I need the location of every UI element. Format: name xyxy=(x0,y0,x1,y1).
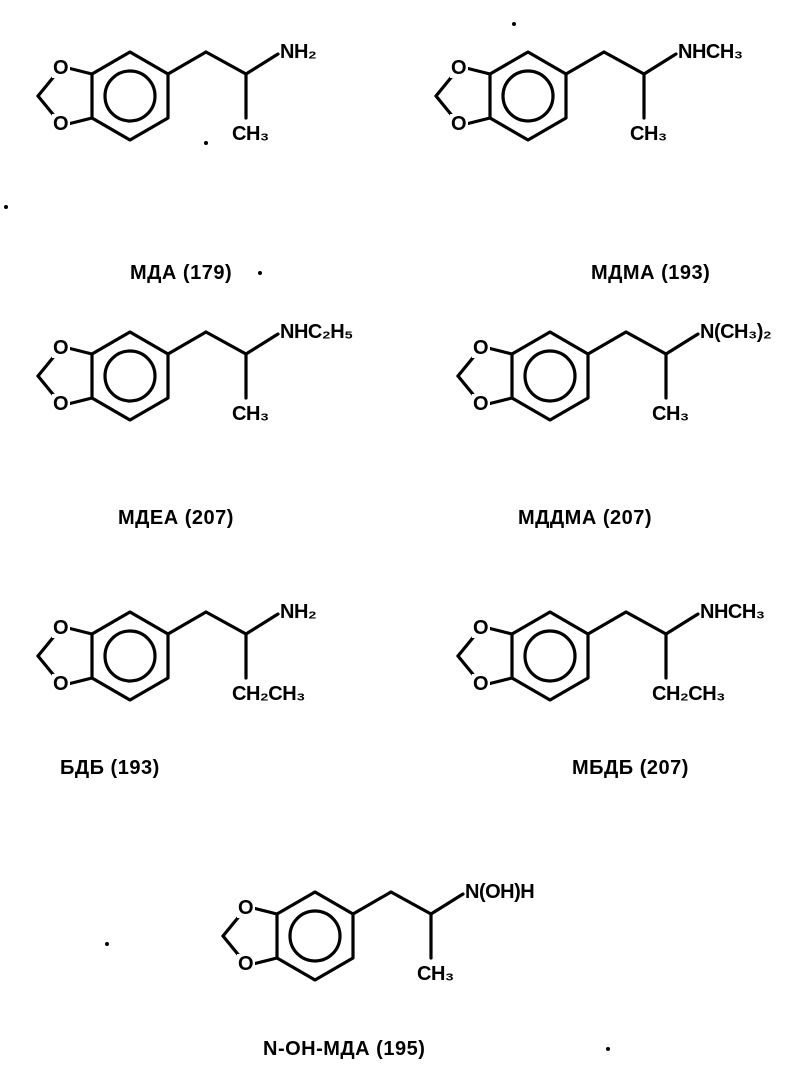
chain-bond xyxy=(389,890,433,916)
side-chain-group: CH₂CH₃ xyxy=(652,683,725,705)
side-chain-group: CH₃ xyxy=(630,123,667,145)
amine-group: NHCH₃ xyxy=(678,41,743,63)
amine-bond xyxy=(664,332,700,356)
structure-mddma: O O N(CH₃)₂ CH₃ МДДМА (207) xyxy=(430,320,790,529)
structure-mbdb: O O NHCH₃ CH₂CH₃ МБДБ (207) xyxy=(430,600,790,779)
chain-bond xyxy=(564,50,606,76)
oxygen-atom: O xyxy=(52,337,70,359)
ring-o-bond xyxy=(486,346,514,356)
ring-o-bond xyxy=(66,626,94,636)
scan-speck xyxy=(512,22,516,26)
scan-speck xyxy=(606,1047,610,1051)
chain-bond xyxy=(586,610,628,636)
side-chain-group: CH₃ xyxy=(232,123,269,145)
ring-o-bond xyxy=(66,676,94,686)
oxygen-atom: O xyxy=(52,393,70,415)
chain-bond xyxy=(166,330,208,356)
aromatic-circle xyxy=(501,69,555,123)
ring-o-bond xyxy=(66,66,94,76)
ring-o-bond xyxy=(66,346,94,356)
aromatic-circle xyxy=(288,909,342,963)
chain-bond xyxy=(624,330,668,356)
ring-o-bond xyxy=(251,906,279,916)
aromatic-circle xyxy=(523,629,577,683)
scan-speck xyxy=(258,271,262,275)
ring-o-bond xyxy=(66,396,94,406)
amine-bond xyxy=(642,52,678,76)
scan-speck xyxy=(105,942,109,946)
oxygen-atom: O xyxy=(237,897,255,919)
amine-bond xyxy=(244,52,280,76)
amine-group: NHC₂H₅ xyxy=(280,321,353,343)
amine-bond xyxy=(244,612,280,636)
chain-bond xyxy=(166,50,208,76)
ring-o-bond xyxy=(486,396,514,406)
side-chain-group: CH₃ xyxy=(417,963,454,985)
amine-group: NHCH₃ xyxy=(700,601,765,623)
structure-mda: O O NH₂ CH₃ МДА (179) xyxy=(10,40,370,284)
compound-label: МДЕА (207) xyxy=(118,507,234,529)
benzene-ring xyxy=(275,890,355,982)
aromatic-circle xyxy=(103,69,157,123)
structure-skeleton xyxy=(456,610,700,702)
compound-label: N-OH-МДА (195) xyxy=(263,1038,426,1060)
chain-bond xyxy=(586,330,628,356)
chain-bond xyxy=(624,610,668,636)
compound-label: МДМА (193) xyxy=(591,262,711,284)
structure-skeleton xyxy=(36,330,280,422)
amine-group: NH₂ xyxy=(280,41,317,63)
compound-label: МДА (179) xyxy=(130,262,233,284)
chain-bond xyxy=(351,890,393,916)
side-chain-group: CH₃ xyxy=(652,403,689,425)
amine-bond xyxy=(429,892,465,916)
amine-bond xyxy=(244,332,280,356)
ring-o-bond xyxy=(251,956,279,966)
amine-bond xyxy=(664,612,700,636)
structure-bdb: O O NH₂ CH₂CH₃ БДБ (193) xyxy=(10,600,370,779)
oxygen-atom: O xyxy=(52,617,70,639)
oxygen-atom: O xyxy=(450,57,468,79)
chain-bond xyxy=(166,610,208,636)
oxygen-atom: O xyxy=(472,617,490,639)
amine-group: N(CH₃)₂ xyxy=(700,321,772,343)
compound-label: МДДМА (207) xyxy=(518,507,653,529)
aromatic-circle xyxy=(523,349,577,403)
oxygen-atom: O xyxy=(52,673,70,695)
chain-bond xyxy=(204,50,248,76)
ring-o-bond xyxy=(66,116,94,126)
amine-group: NH₂ xyxy=(280,601,317,623)
oxygen-atom: O xyxy=(450,113,468,135)
oxygen-atom: O xyxy=(237,953,255,975)
compound-label: БДБ (193) xyxy=(60,757,160,779)
chain-bond xyxy=(204,330,248,356)
structure-mdea: O O NHC₂H₅ CH₃ МДЕА (207) xyxy=(10,320,370,529)
oxygen-atom: O xyxy=(52,57,70,79)
oxygen-atom: O xyxy=(472,673,490,695)
oxygen-atom: O xyxy=(472,393,490,415)
structure-skeleton xyxy=(434,50,678,142)
structure-n-oh-mda: O O N(OH)H CH₃ N-OH-МДА (195) xyxy=(195,880,555,1060)
oxygen-atom: O xyxy=(52,113,70,135)
structure-mdma: O O NHCH₃ CH₃ МДМА (193) xyxy=(408,40,768,284)
compound-label: МБДБ (207) xyxy=(572,757,689,779)
ring-o-bond xyxy=(464,116,492,126)
aromatic-circle xyxy=(103,349,157,403)
structure-skeleton xyxy=(221,890,465,982)
side-chain-group: CH₃ xyxy=(232,403,269,425)
chain-bond xyxy=(602,50,646,76)
ring-o-bond xyxy=(486,676,514,686)
scan-speck xyxy=(4,205,8,209)
structure-skeleton xyxy=(456,330,700,422)
oxygen-atom: O xyxy=(472,337,490,359)
structure-skeleton xyxy=(36,610,280,702)
aromatic-circle xyxy=(103,629,157,683)
scan-speck xyxy=(204,141,208,145)
ring-o-bond xyxy=(464,66,492,76)
structure-skeleton xyxy=(36,50,280,142)
ring-o-bond xyxy=(486,626,514,636)
amine-group: N(OH)H xyxy=(465,881,535,903)
side-chain-group: CH₂CH₃ xyxy=(232,683,305,705)
chain-bond xyxy=(204,610,248,636)
